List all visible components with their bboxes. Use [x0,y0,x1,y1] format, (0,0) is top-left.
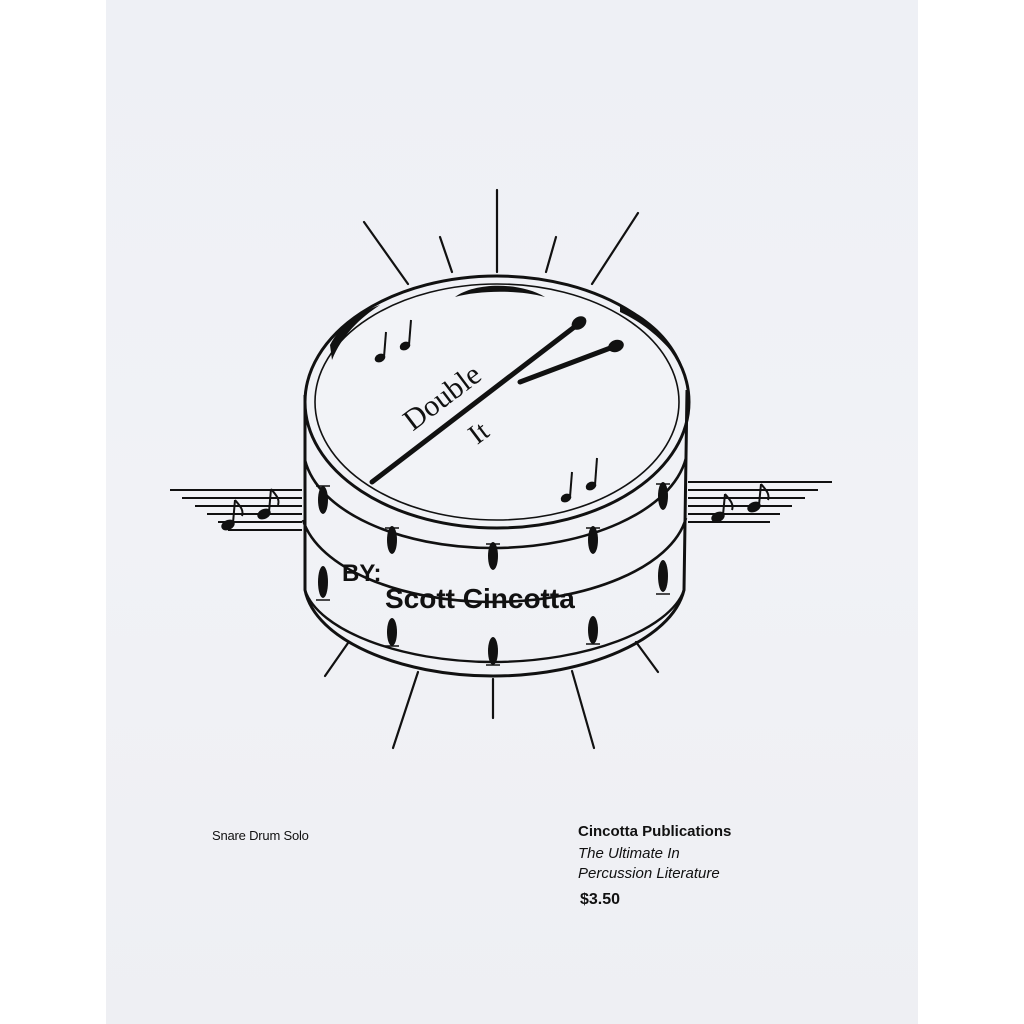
snare-drum-icon [301,274,691,678]
publisher-tagline-line1: The Ultimate In [578,845,680,862]
price: $3.50 [580,891,621,908]
publisher-tagline-line2: Percussion Literature [578,865,720,882]
author-name: Scott Cincotta [385,583,575,614]
subtitle: Snare Drum Solo [212,828,309,843]
music-notes-icon [374,319,598,503]
left-staff-icon [170,488,302,531]
right-staff-icon [688,481,832,523]
publisher-name: Cincotta Publications [578,823,732,840]
drumsticks-icon [369,316,624,485]
radiating-lines-icon [323,188,660,750]
by-label: BY: [342,560,382,587]
